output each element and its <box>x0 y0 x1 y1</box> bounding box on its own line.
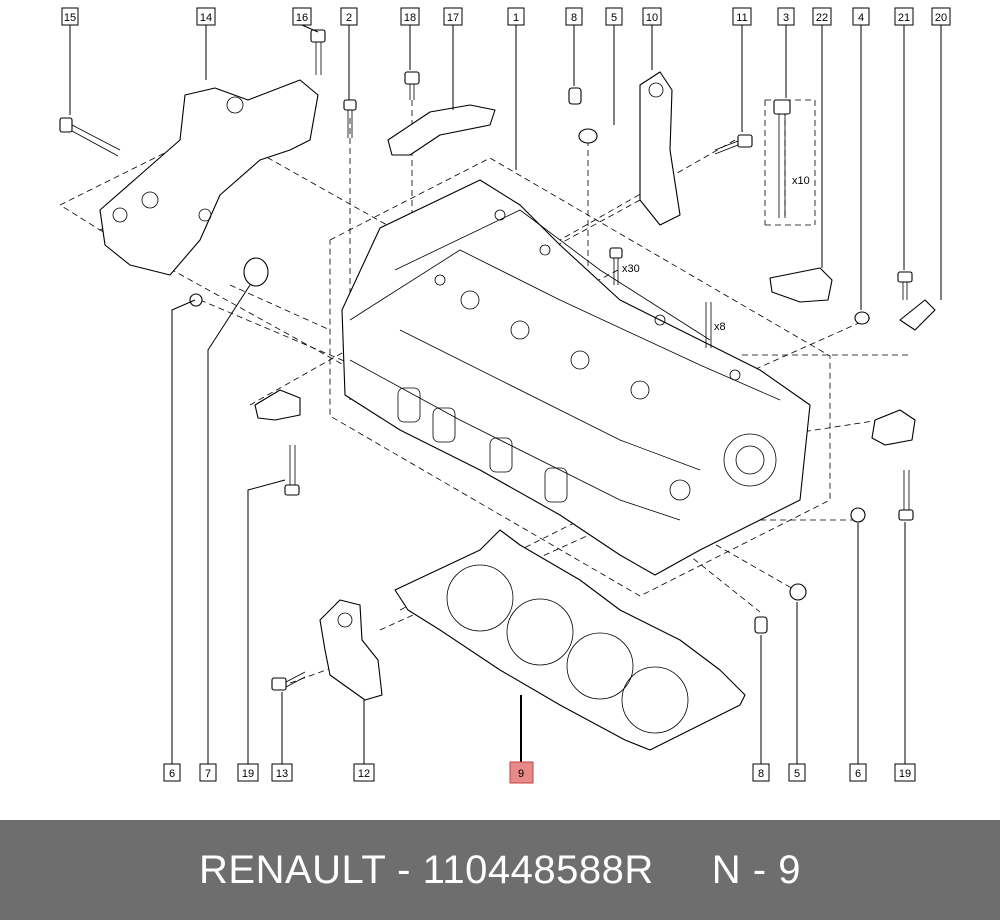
lifting-bracket-front <box>319 599 383 701</box>
svg-text:8: 8 <box>758 768 764 780</box>
callout-14: 14 <box>196 7 216 26</box>
intake-ports <box>397 387 568 503</box>
callout-9-highlighted: 9 <box>509 761 534 784</box>
part-number-caption: RENAULT - 110448588R N - 9 <box>199 848 801 893</box>
callout-6-left: 6 <box>163 763 181 782</box>
svg-text:22: 22 <box>816 12 828 24</box>
svg-text:19: 19 <box>899 768 911 780</box>
bolt-18 <box>404 71 420 100</box>
svg-text:13: 13 <box>276 768 288 780</box>
leader-lines <box>69 24 942 764</box>
part-number: 110448588R <box>422 847 654 892</box>
bolt-x30 <box>609 247 623 285</box>
bolt-13 <box>271 671 306 691</box>
svg-text:1: 1 <box>513 12 519 24</box>
qty-bolt-3: x10 <box>792 175 810 187</box>
separator: - <box>385 847 423 892</box>
svg-text:18: 18 <box>404 12 416 24</box>
callouts-bottom: 6 7 19 13 12 9 8 5 6 19 <box>163 761 916 784</box>
callout-20: 20 <box>931 7 951 26</box>
dowel-8-top <box>568 87 582 105</box>
callout-12: 12 <box>353 763 375 782</box>
bolt-19-left <box>284 445 300 496</box>
callout-18: 18 <box>400 7 420 26</box>
svg-text:17: 17 <box>447 12 459 24</box>
callout-5-top: 5 <box>605 7 623 26</box>
qty-stud: x8 <box>714 321 726 333</box>
cylinder-head <box>341 179 811 576</box>
sensor-left <box>254 389 301 421</box>
bolt-21 <box>897 271 913 300</box>
svg-text:14: 14 <box>200 12 212 24</box>
svg-text:4: 4 <box>858 12 864 24</box>
clip-22 <box>769 267 833 303</box>
callout-8-bottom: 8 <box>752 763 770 782</box>
dowel-6-left <box>189 293 203 307</box>
svg-text:6: 6 <box>169 768 175 780</box>
caption-gap <box>654 848 712 892</box>
bolt-19-right <box>898 470 914 521</box>
cylinder-head-exploded-diagram: x10 x30 x8 15 14 16 2 18 <box>59 7 951 784</box>
bolt-11 <box>714 134 753 155</box>
bolt-16 <box>310 29 326 75</box>
qty-bolt-11: x30 <box>622 263 640 275</box>
part-number-banner: RENAULT - 110448588R N - 9 <box>0 820 1000 920</box>
brand-name: RENAULT <box>199 847 386 892</box>
stud-x8 <box>705 302 712 348</box>
callout-17: 17 <box>443 7 463 26</box>
lifting-bracket-rear <box>639 71 681 226</box>
callout-15: 15 <box>61 7 79 26</box>
callout-16: 16 <box>292 7 312 26</box>
nut-4 <box>854 311 870 325</box>
svg-text:10: 10 <box>646 12 658 24</box>
clip-20 <box>899 299 936 331</box>
callout-19-right: 19 <box>894 763 916 782</box>
callout-5-bottom: 5 <box>788 763 806 782</box>
svg-text:19: 19 <box>242 768 254 780</box>
svg-text:16: 16 <box>296 12 308 24</box>
callout-7: 7 <box>199 763 217 782</box>
svg-text:15: 15 <box>64 12 76 24</box>
callout-13: 13 <box>271 763 293 782</box>
svg-text:12: 12 <box>358 768 370 780</box>
callout-21: 21 <box>894 7 914 26</box>
svg-text:6: 6 <box>855 768 861 780</box>
callouts-top: 15 14 16 2 18 17 1 8 5 10 11 3 22 4 21 2… <box>61 7 951 26</box>
engine-bracket <box>99 79 319 276</box>
bolt-3 <box>773 99 791 218</box>
svg-text:21: 21 <box>898 12 910 24</box>
callout-3: 3 <box>777 7 795 26</box>
head-gasket <box>394 529 746 751</box>
callout-4: 4 <box>852 7 870 26</box>
svg-text:3: 3 <box>783 12 789 24</box>
seal-6-right <box>850 507 866 523</box>
seal-5-bottom <box>789 583 807 601</box>
svg-text:2: 2 <box>346 12 352 24</box>
callout-11: 11 <box>732 7 752 26</box>
bolt-2 <box>343 99 357 138</box>
callout-1: 1 <box>507 7 525 26</box>
sensor-right <box>871 409 916 446</box>
svg-text:9: 9 <box>518 768 524 780</box>
bracket-17 <box>387 104 496 156</box>
callout-2: 2 <box>340 7 358 26</box>
svg-text:11: 11 <box>736 12 747 24</box>
callout-6-right: 6 <box>849 763 867 782</box>
svg-text:5: 5 <box>794 768 800 780</box>
seal-5-top <box>578 128 598 144</box>
callout-22: 22 <box>812 7 832 26</box>
svg-text:20: 20 <box>935 12 947 24</box>
callout-19-left: 19 <box>237 763 259 782</box>
reference-label: N - 9 <box>711 847 801 892</box>
fasteners <box>59 29 936 691</box>
bolt-15 <box>59 117 121 157</box>
svg-text:8: 8 <box>571 12 577 24</box>
callout-8-top: 8 <box>565 7 583 26</box>
svg-text:7: 7 <box>205 768 211 780</box>
dowel-8-bottom <box>754 616 768 634</box>
svg-text:5: 5 <box>611 12 617 24</box>
callout-10: 10 <box>642 7 662 26</box>
seal-7 <box>243 257 269 287</box>
